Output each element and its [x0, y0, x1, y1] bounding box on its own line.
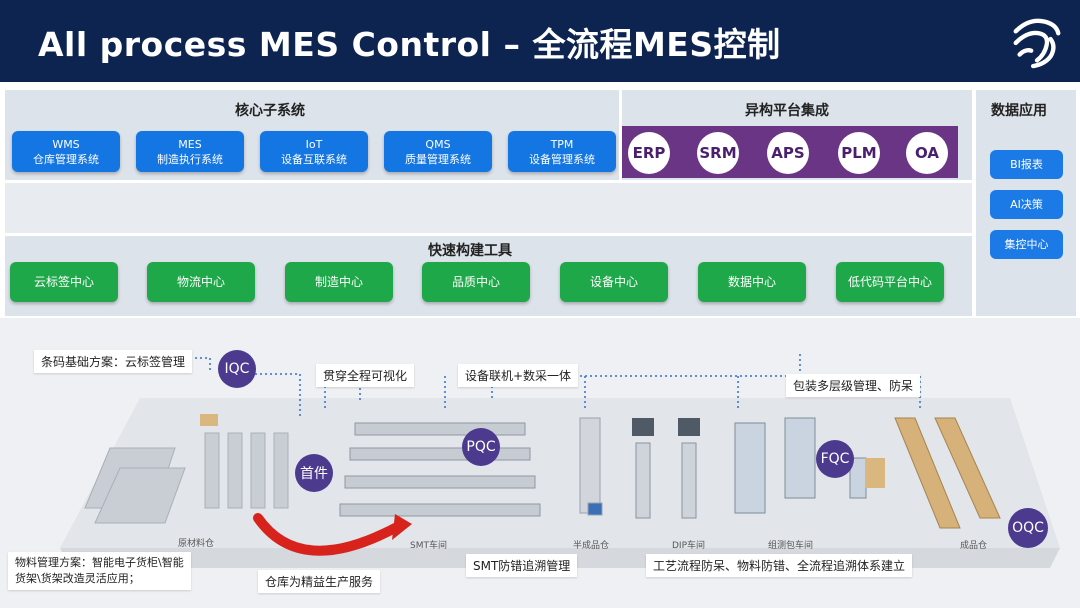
callout-warehouse: 仓库为精益生产服务: [258, 570, 381, 593]
core-subsystem-title: 核心子系统: [235, 103, 305, 119]
area-dip: DIP车间: [672, 541, 706, 551]
data-app-control-center[interactable]: 集控中心: [990, 230, 1063, 259]
core-button-desc: 设备管理系统: [529, 152, 595, 166]
tool-data-center[interactable]: 数据中心: [698, 262, 806, 302]
tool-quality-center[interactable]: 品质中心: [422, 262, 530, 302]
tool-equipment-center[interactable]: 设备中心: [560, 262, 668, 302]
platform-aps[interactable]: APS: [767, 132, 809, 174]
area-smt: SMT车间: [410, 541, 447, 551]
core-button-name: IoT: [305, 137, 323, 151]
area-semi-finished: 半成品仓: [573, 541, 610, 551]
core-button-iot[interactable]: IoT 设备互联系统: [260, 131, 368, 172]
stylized-wave-logo-icon: [1013, 18, 1061, 69]
qc-pqc-marker: PQC: [462, 428, 500, 466]
area-assembly: 组测包车间: [768, 541, 814, 551]
core-button-name: TPM: [550, 137, 574, 151]
tool-logistics-center[interactable]: 物流中心: [147, 262, 255, 302]
core-button-desc: 仓库管理系统: [33, 152, 99, 166]
tool-lowcode-center[interactable]: 低代码平台中心: [836, 262, 944, 302]
qc-first-article-marker: 首件: [295, 454, 333, 492]
core-button-desc: 质量管理系统: [405, 152, 471, 166]
core-button-qms[interactable]: QMS 质量管理系统: [384, 131, 492, 172]
callout-process: 工艺流程防呆、物料防错、全流程追溯体系建立: [646, 554, 913, 577]
tool-manufacturing-center[interactable]: 制造中心: [285, 262, 393, 302]
core-button-tpm[interactable]: TPM 设备管理系统: [508, 131, 616, 172]
header-bar: All process MES Control – 全流程MES控制: [0, 0, 1080, 82]
area-raw-material: 原材料仓: [178, 539, 215, 549]
factory-floor-illustration: 条码基础方案：云标签管理 贯穿全程可视化 设备联机+数采一体 包装多层级管理、防…: [0, 318, 1080, 608]
core-button-name: MES: [178, 137, 202, 151]
middle-band: [5, 183, 972, 233]
core-button-name: WMS: [52, 137, 80, 151]
callout-barcode: 条码基础方案：云标签管理: [34, 350, 193, 373]
hetero-platform-title: 异构平台集成: [745, 103, 829, 119]
platform-plm[interactable]: PLM: [838, 132, 880, 174]
data-app-bi-report[interactable]: BI报表: [990, 150, 1063, 179]
core-button-desc: 制造执行系统: [157, 152, 223, 166]
callout-visual: 贯穿全程可视化: [316, 364, 415, 387]
data-app-title: 数据应用: [991, 103, 1047, 119]
callout-smt-trace: SMT防错追溯管理: [466, 554, 578, 577]
data-app-ai-decision[interactable]: AI决策: [990, 190, 1063, 219]
callout-material-line2: 货架\货架改造灵活应用；: [15, 572, 140, 585]
callout-material: 物料管理方案：智能电子货柜\智能 货架\货架改造灵活应用；: [8, 552, 191, 590]
platform-srm[interactable]: SRM: [697, 132, 739, 174]
core-button-mes[interactable]: MES 制造执行系统: [136, 131, 244, 172]
tools-title: 快速构建工具: [428, 243, 512, 259]
page-title: All process MES Control – 全流程MES控制: [38, 25, 781, 64]
qc-iqc-marker: IQC: [218, 350, 256, 388]
platform-oa[interactable]: OA: [906, 132, 948, 174]
callout-equipment: 设备联机+数采一体: [458, 364, 579, 387]
qc-oqc-marker: OQC: [1008, 508, 1048, 548]
tool-cloud-label-center[interactable]: 云标签中心: [10, 262, 118, 302]
area-finished: 成品仓: [960, 541, 988, 551]
platform-erp[interactable]: ERP: [628, 132, 670, 174]
callout-material-line1: 物料管理方案：智能电子货柜\智能: [15, 556, 184, 569]
callout-package: 包装多层级管理、防呆: [786, 374, 921, 397]
core-button-wms[interactable]: WMS 仓库管理系统: [12, 131, 120, 172]
qc-fqc-marker: FQC: [816, 440, 854, 478]
core-button-name: QMS: [425, 137, 451, 151]
core-button-desc: 设备互联系统: [281, 152, 347, 166]
